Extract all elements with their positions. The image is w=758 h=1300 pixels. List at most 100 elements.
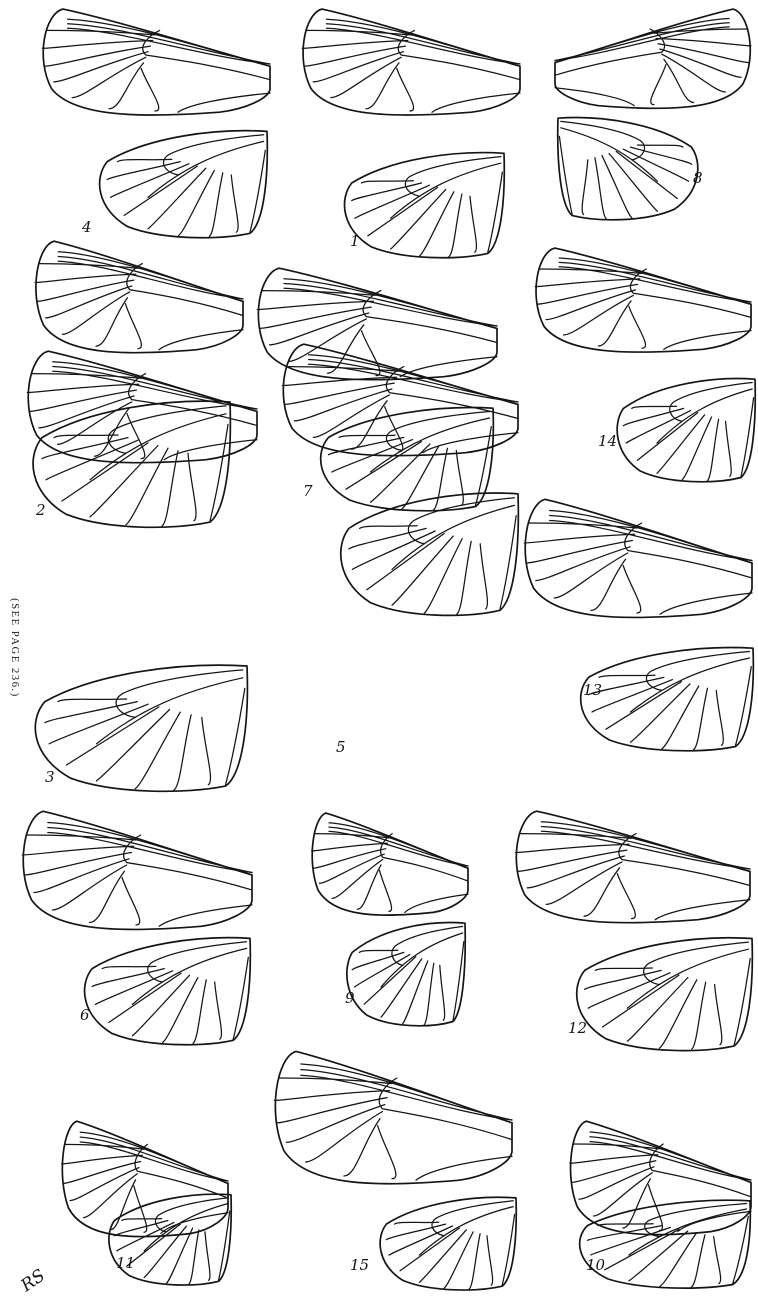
radial-vein	[424, 963, 434, 1025]
radial-vein	[257, 301, 373, 309]
radial-vein	[302, 41, 408, 49]
radial-vein	[623, 1179, 651, 1228]
radial-vein	[58, 402, 132, 445]
radial-vein	[205, 1232, 210, 1280]
radial-vein	[515, 844, 629, 852]
radial-vein	[126, 448, 168, 525]
figure-10: 10	[570, 1121, 751, 1288]
hindwing-vein	[627, 949, 748, 1008]
radial-vein	[109, 63, 144, 109]
radial-vein	[42, 438, 128, 459]
radial-vein	[707, 419, 718, 481]
anal-vein	[734, 959, 750, 1045]
radial-vein	[584, 868, 620, 916]
discal-cell	[124, 835, 252, 890]
anal-vein	[736, 667, 752, 746]
radial-vein	[125, 304, 141, 349]
radial-vein	[582, 160, 588, 215]
figure-14: 14	[535, 248, 755, 482]
radial-vein	[616, 151, 677, 198]
radial-vein	[606, 682, 681, 730]
figure-label: 4	[81, 218, 92, 236]
radial-vein	[403, 961, 428, 1024]
radial-vein	[96, 298, 128, 346]
figure-label: 3	[45, 768, 55, 786]
radial-vein	[623, 566, 640, 614]
radial-vein	[72, 57, 146, 97]
discal-cell	[379, 1078, 512, 1140]
hindwing-cell	[163, 135, 263, 175]
radial-vein	[424, 539, 462, 613]
radial-vein	[598, 301, 631, 346]
figure-label: 2	[35, 501, 46, 519]
radial-vein	[174, 715, 191, 790]
hindwing-vein	[97, 678, 243, 744]
hindwing-cell	[646, 652, 749, 691]
radial-vein	[92, 969, 164, 987]
radial-vein	[440, 965, 445, 1020]
radial-vein	[346, 442, 421, 490]
radial-vein	[35, 274, 136, 282]
hindwing-vein	[381, 933, 463, 987]
anal-vein	[500, 516, 516, 609]
radial-vein	[595, 158, 606, 219]
radial-vein	[546, 862, 622, 905]
radial-vein	[352, 183, 422, 201]
radial-vein	[444, 1232, 473, 1288]
discal-cell	[619, 834, 750, 886]
radial-vein	[715, 985, 722, 1045]
discal-cell	[386, 367, 518, 419]
radial-vein	[664, 59, 694, 102]
radial-vein	[349, 528, 426, 549]
radial-vein	[682, 417, 711, 480]
figure-11: 11	[62, 1121, 232, 1285]
radial-vein	[378, 1126, 396, 1179]
radial-vein	[623, 408, 683, 425]
radial-vein	[66, 707, 158, 765]
radial-vein	[62, 292, 129, 335]
radial-vein	[605, 1229, 679, 1270]
figure-15: 15	[274, 1051, 516, 1290]
radial-vein	[352, 952, 404, 969]
figure-5: 5	[282, 344, 518, 756]
hindwing-cell	[405, 157, 500, 197]
radial-vein	[602, 156, 632, 218]
hindwing-cell	[670, 383, 752, 422]
figure-label: 14	[598, 432, 617, 450]
figure-3: 3	[27, 351, 257, 791]
radial-vein	[617, 874, 635, 919]
figure-13: 13	[524, 499, 753, 750]
radial-vein	[62, 443, 148, 501]
radial-vein	[231, 175, 238, 232]
hindwing-cell	[148, 942, 247, 982]
anal-vein	[488, 172, 503, 252]
radial-vein	[480, 544, 487, 609]
hindwing-cell	[561, 121, 645, 159]
radial-vein	[554, 553, 628, 598]
radial-vein	[27, 384, 138, 392]
radial-vein	[274, 1091, 389, 1101]
radial-vein	[22, 846, 133, 855]
hindwing-vein	[419, 1207, 513, 1256]
radial-vein	[630, 147, 691, 164]
radial-vein	[386, 1224, 445, 1240]
radial-vein	[109, 973, 181, 1022]
radial-vein	[215, 982, 222, 1039]
discal-cell	[630, 269, 751, 317]
hindwing-vein	[391, 163, 501, 218]
discal-cell	[555, 29, 665, 75]
anal-vein	[233, 957, 248, 1039]
figure-8: 8	[555, 9, 751, 220]
radial-vein	[368, 187, 438, 235]
discal-cell	[650, 1144, 751, 1197]
figure-label: 10	[586, 1256, 606, 1274]
discal-cell	[127, 264, 243, 316]
radial-vein	[691, 1235, 705, 1287]
radial-vein	[163, 978, 198, 1043]
radial-vein	[629, 306, 646, 348]
radial-vein	[357, 865, 381, 909]
radial-vein	[660, 1233, 696, 1286]
radial-vein	[535, 279, 640, 287]
discal-cell	[381, 834, 468, 882]
radial-vein	[469, 1234, 480, 1289]
